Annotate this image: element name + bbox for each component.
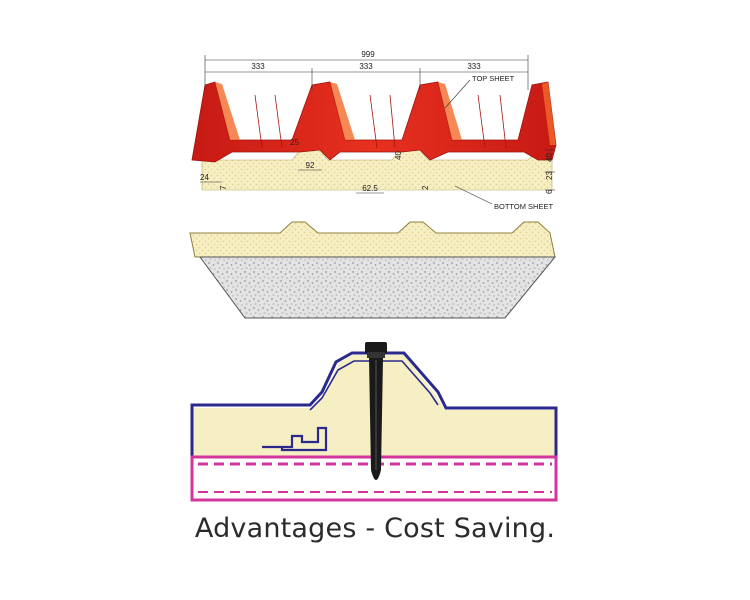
foam-panel-profile	[189, 221, 556, 258]
dim-rib-height-mid: 40	[394, 151, 403, 160]
concrete-slab	[199, 256, 557, 319]
foam-on-concrete-figure	[189, 221, 557, 319]
label-top-sheet: TOP SHEET	[472, 74, 515, 83]
joint-interlock-clip	[262, 426, 328, 452]
fastener-screw	[365, 342, 387, 480]
dim-ridge-top-width: 25	[290, 138, 299, 147]
roof-rib-highlight-2	[330, 82, 355, 140]
joint-outer-sheet-inner-line	[309, 360, 439, 411]
dim-ridge-spacing-2: 333	[359, 62, 373, 71]
dim-rib-height-right: 40	[545, 153, 554, 162]
roof-rib-highlight-4	[542, 82, 556, 145]
dim-edge-lip: 24	[200, 173, 209, 182]
dim-valley-width: 62.5	[362, 184, 378, 193]
roof-stiffener-lines	[254, 94, 507, 149]
joint-section-figure	[190, 342, 558, 502]
roof-dimension-lines	[200, 55, 555, 205]
label-bottom-sheet: BOTTOM SHEET	[494, 202, 553, 211]
roof-top-sheet	[191, 81, 557, 163]
dim-overall-width: 999	[361, 50, 375, 59]
roof-rib-highlight-1	[215, 82, 240, 140]
dim-left-edge-height: 7	[219, 185, 228, 190]
dim-ridge-spacing-1: 333	[251, 62, 265, 71]
roof-rib-highlight-3	[438, 82, 462, 140]
dim-ridge-base-width: 92	[306, 161, 315, 170]
joint-outer-sheet	[190, 351, 558, 457]
dim-mid-height: 2	[421, 185, 430, 190]
dim-ridge-spacing-3: 333	[467, 62, 481, 71]
dim-core-right-height: 23	[545, 171, 554, 180]
dim-bottom-edge-height: 6	[545, 189, 554, 194]
roof-panel-figure: 999 333 333 333 25 92 62.5 24 7 2 40 40 …	[191, 50, 557, 211]
caption: Advantages - Cost Saving.	[194, 513, 556, 544]
